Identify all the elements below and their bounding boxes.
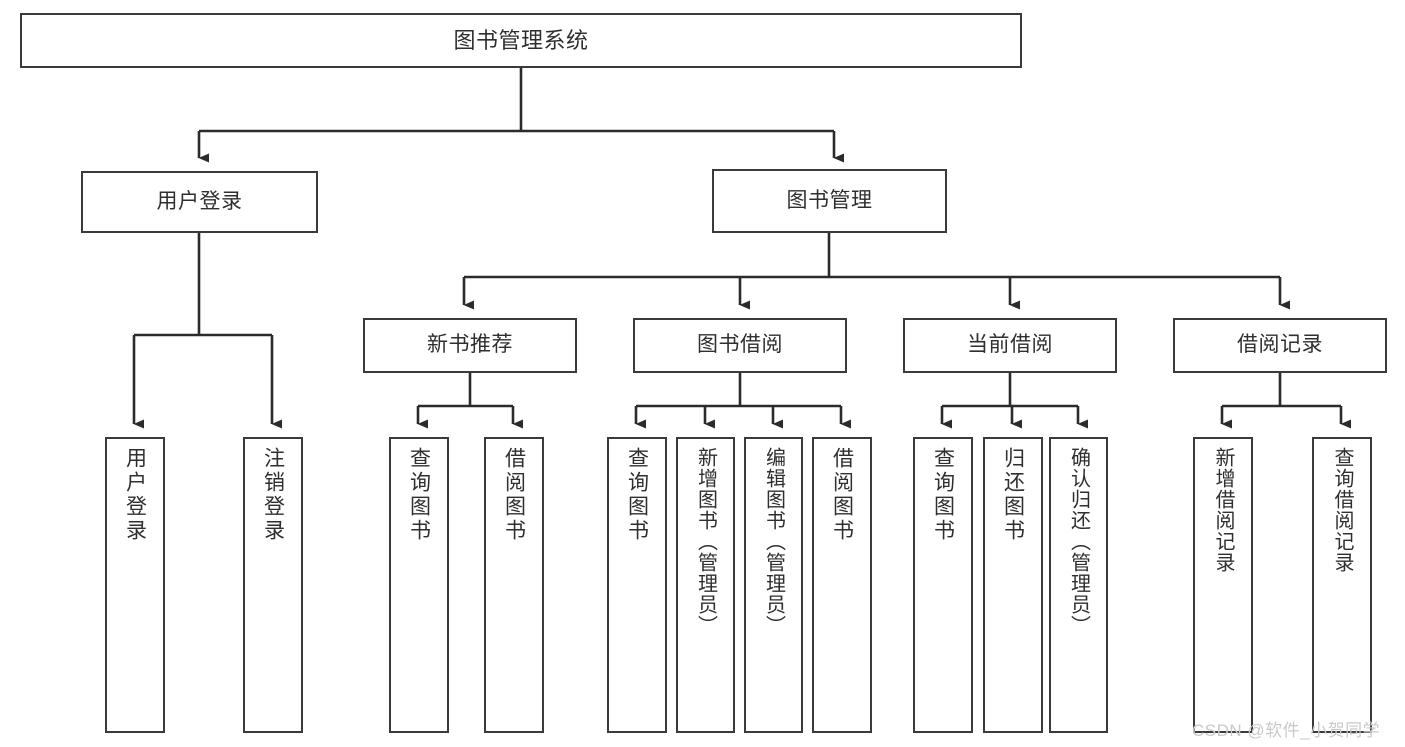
leaf-user-login[interactable]: 用户登录	[105, 437, 165, 733]
leaf-borrow-book-1[interactable]: 借阅图书	[484, 437, 544, 733]
node-new-book-recommend[interactable]: 新书推荐	[363, 318, 577, 373]
watermark-csdn: CSDN @软件_小贺同学	[1192, 721, 1381, 740]
node-borrow-record[interactable]: 借阅记录	[1173, 318, 1387, 373]
leaf-query-borrow-record[interactable]: 查询借阅记录	[1312, 437, 1372, 733]
leaf-query-book-1[interactable]: 查询图书	[389, 437, 449, 733]
node-label: 查询借阅记录	[1331, 447, 1353, 573]
node-label: 借阅图书	[502, 447, 526, 543]
node-current-borrow[interactable]: 当前借阅	[903, 318, 1117, 373]
node-label: 图书借阅	[697, 333, 783, 357]
node-label: 当前借阅	[967, 333, 1053, 357]
leaf-query-book-2[interactable]: 查询图书	[607, 437, 667, 733]
leaf-confirm-return-admin[interactable]: 确认归还（管理员）	[1049, 437, 1108, 733]
leaf-add-borrow-record[interactable]: 新增借阅记录	[1193, 437, 1253, 733]
node-label: 用户登录	[123, 447, 147, 543]
node-label: 归还图书	[1001, 447, 1025, 543]
node-label: 新增借阅记录	[1212, 447, 1234, 573]
node-label: 查询图书	[931, 447, 955, 543]
node-label: 新增图书（管理员）	[694, 447, 717, 636]
leaf-borrow-book-2[interactable]: 借阅图书	[812, 437, 872, 733]
node-label: 编辑图书（管理员）	[762, 447, 785, 636]
node-label: 查询图书	[407, 447, 431, 543]
node-label: 新书推荐	[427, 333, 513, 357]
node-label: 借阅记录	[1237, 333, 1323, 357]
node-root-book-management-system[interactable]: 图书管理系统	[20, 13, 1022, 68]
node-label: 图书管理系统	[453, 27, 589, 53]
node-book-management[interactable]: 图书管理	[712, 169, 947, 233]
node-user-login[interactable]: 用户登录	[81, 171, 318, 233]
node-label: 图书管理	[786, 188, 873, 212]
leaf-return-book[interactable]: 归还图书	[983, 437, 1043, 733]
node-label: 用户登录	[156, 189, 243, 213]
leaf-logout[interactable]: 注销登录	[243, 437, 303, 733]
node-label: 注销登录	[261, 447, 285, 543]
node-label: 借阅图书	[830, 447, 854, 543]
leaf-add-book-admin[interactable]: 新增图书（管理员）	[676, 437, 735, 733]
node-book-borrow[interactable]: 图书借阅	[633, 318, 847, 373]
node-label: 查询图书	[625, 447, 649, 543]
leaf-edit-book-admin[interactable]: 编辑图书（管理员）	[744, 437, 803, 733]
node-label: 确认归还（管理员）	[1067, 447, 1090, 636]
leaf-query-book-3[interactable]: 查询图书	[913, 437, 973, 733]
